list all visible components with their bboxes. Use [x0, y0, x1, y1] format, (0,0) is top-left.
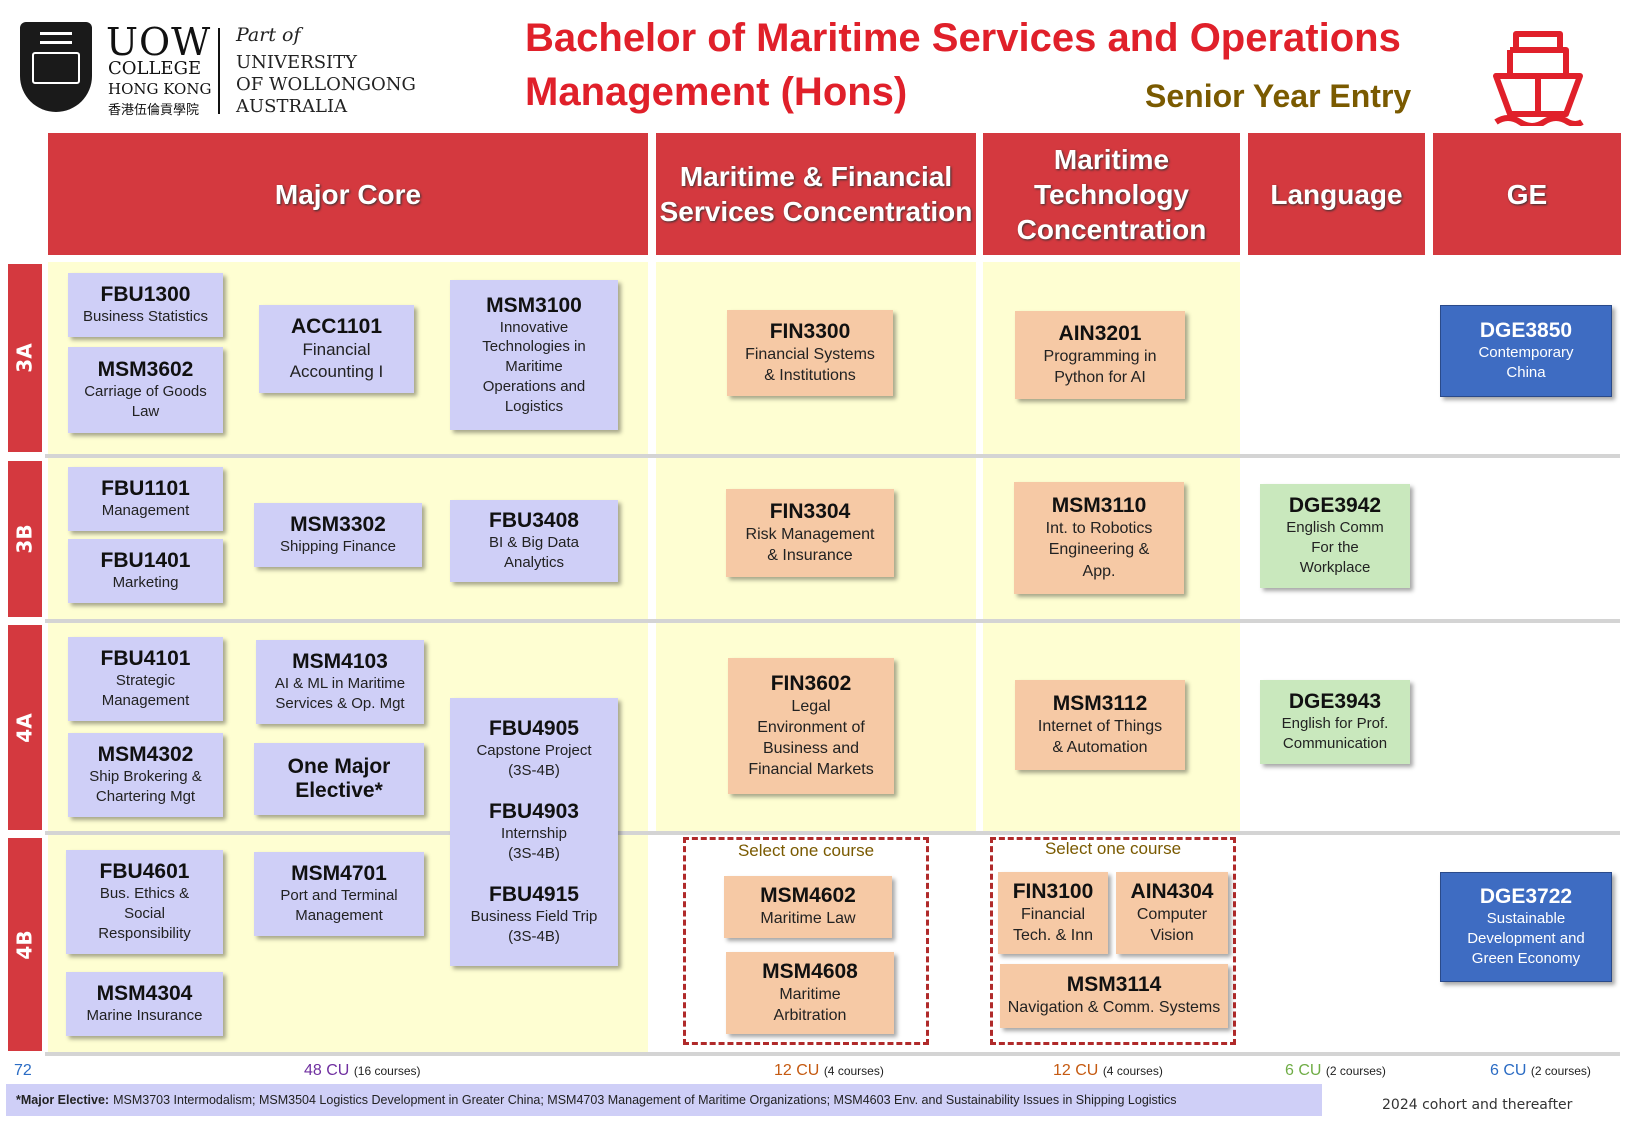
- row-separator: [45, 1052, 1620, 1056]
- course-card-dge3850: DGE3850 Contemporary China: [1440, 305, 1612, 397]
- course-card-dge3943: DGE3943 English for Prof. Communication: [1260, 680, 1410, 764]
- course-card-fbu3408: FBU3408 BI & Big Data Analytics: [450, 500, 618, 582]
- logo-university-line3: AUSTRALIA: [236, 96, 348, 117]
- column-header-language: Language: [1248, 133, 1425, 255]
- language-credits: 6 CU (2 courses): [1285, 1062, 1386, 1079]
- course-card-fbu4101: FBU4101 Strategic Management: [68, 637, 223, 721]
- logo-part-of: Part of: [236, 24, 301, 46]
- course-card-fin3602: FIN3602 Legal Environment of Business an…: [728, 658, 894, 794]
- course-fbu4915: FBU4915 Business Field Trip (3S-4B): [470, 883, 598, 945]
- course-card-fbu1101: FBU1101 Management: [68, 467, 223, 531]
- select-one-label: Select one course: [737, 841, 875, 860]
- course-card-ain4304: AIN4304 Computer Vision: [1116, 872, 1228, 954]
- course-card-acc1101: ACC1101 Financial Accounting I: [259, 305, 414, 393]
- row-label-4a: 4A: [8, 625, 42, 830]
- major-elective-footnote: *Major Elective:MSM3703 Intermodalism; M…: [6, 1084, 1322, 1116]
- core-credits: 48 CU (16 courses): [304, 1062, 421, 1079]
- course-card-msm4302: MSM4302 Ship Brokering & Chartering Mgt: [68, 733, 223, 817]
- course-card-dge3942: DGE3942 English Comm For the Workplace: [1260, 484, 1410, 588]
- select-one-group-financial: [683, 837, 929, 1045]
- course-card-msm3602: MSM3602 Carriage of Goods Law: [68, 347, 223, 433]
- course-card-fin3304: FIN3304 Risk Management & Insurance: [726, 489, 894, 577]
- course-card-fbu4601: FBU4601 Bus. Ethics & Social Responsibil…: [66, 850, 223, 954]
- course-card-fin3300: FIN3300 Financial Systems & Institutions: [727, 310, 893, 396]
- mfs-credits: 12 CU (4 courses): [774, 1062, 884, 1079]
- logo-uow-text: UOW: [106, 20, 212, 64]
- select-one-group-technology: [990, 837, 1236, 1045]
- course-card-msm4103: MSM4103 AI & ML in Maritime Services & O…: [256, 640, 424, 724]
- course-card-major-elective: One Major Elective*: [254, 743, 424, 815]
- course-card-msm3112: MSM3112 Internet of Things & Automation: [1015, 680, 1185, 770]
- total-credits: 72: [14, 1062, 32, 1079]
- logo-university-line2: OF WOLLONGONG: [236, 74, 416, 95]
- course-card-fbu1300: FBU1300 Business Statistics: [68, 273, 223, 337]
- logo-chinese-text: 香港伍倫貢學院: [108, 103, 200, 118]
- course-card-msm3302: MSM3302 Shipping Finance: [254, 503, 422, 567]
- college-crest-logo: [20, 22, 92, 112]
- page-title-line2: Management (Hons): [525, 70, 908, 114]
- row-separator: [45, 454, 1620, 458]
- row-label-4b: 4B: [8, 838, 42, 1051]
- course-card-dge3722: DGE3722 Sustainable Development and Gree…: [1440, 872, 1612, 982]
- select-one-label: Select one course: [1044, 839, 1182, 858]
- row-separator: [45, 619, 1620, 623]
- logo-divider: [218, 28, 220, 114]
- logo-college-text: COLLEGE: [108, 58, 202, 79]
- course-card-fin3100: FIN3100 Financial Tech. & Inn: [998, 872, 1108, 954]
- course-card-capstone-group: FBU4905 Capstone Project (3S-4B) FBU4903…: [450, 698, 618, 966]
- course-card-msm4304: MSM4304 Marine Insurance: [66, 972, 223, 1036]
- course-card-msm4608: MSM4608 Maritime Arbitration: [726, 952, 894, 1034]
- course-fbu4905: FBU4905 Capstone Project (3S-4B): [476, 717, 592, 780]
- row-separator: [45, 831, 1620, 835]
- column-header-ge: GE: [1433, 133, 1621, 255]
- course-card-msm4701: MSM4701 Port and Terminal Management: [254, 852, 424, 936]
- course-fbu4903: FBU4903 Internship (3S-4B): [489, 800, 579, 862]
- logo-hongkong-text: HONG KONG: [108, 80, 212, 98]
- ge-credits: 6 CU (2 courses): [1490, 1062, 1591, 1079]
- row-label-3a: 3A: [8, 264, 42, 452]
- mtc-credits: 12 CU (4 courses): [1053, 1062, 1163, 1079]
- column-header-major-core: Major Core: [48, 133, 648, 255]
- cohort-note: 2024 cohort and thereafter: [1382, 1097, 1573, 1113]
- page-title-line1: Bachelor of Maritime Services and Operat…: [525, 16, 1401, 60]
- ship-icon: [1493, 31, 1584, 126]
- course-card-ain3201: AIN3201 Programming in Python for AI: [1015, 311, 1185, 399]
- course-card-msm3100: MSM3100 Innovative Technologies in Marit…: [450, 280, 618, 430]
- logo-university-line1: UNIVERSITY: [236, 52, 358, 73]
- page-subtitle: Senior Year Entry: [1145, 78, 1412, 114]
- course-card-msm3110: MSM3110 Int. to Robotics Engineering & A…: [1014, 482, 1184, 594]
- course-card-msm4602: MSM4602 Maritime Law: [724, 876, 892, 938]
- row-label-3b: 3B: [8, 461, 42, 617]
- course-card-msm3114: MSM3114 Navigation & Comm. Systems: [1000, 964, 1228, 1028]
- course-card-fbu1401: FBU1401 Marketing: [68, 539, 223, 603]
